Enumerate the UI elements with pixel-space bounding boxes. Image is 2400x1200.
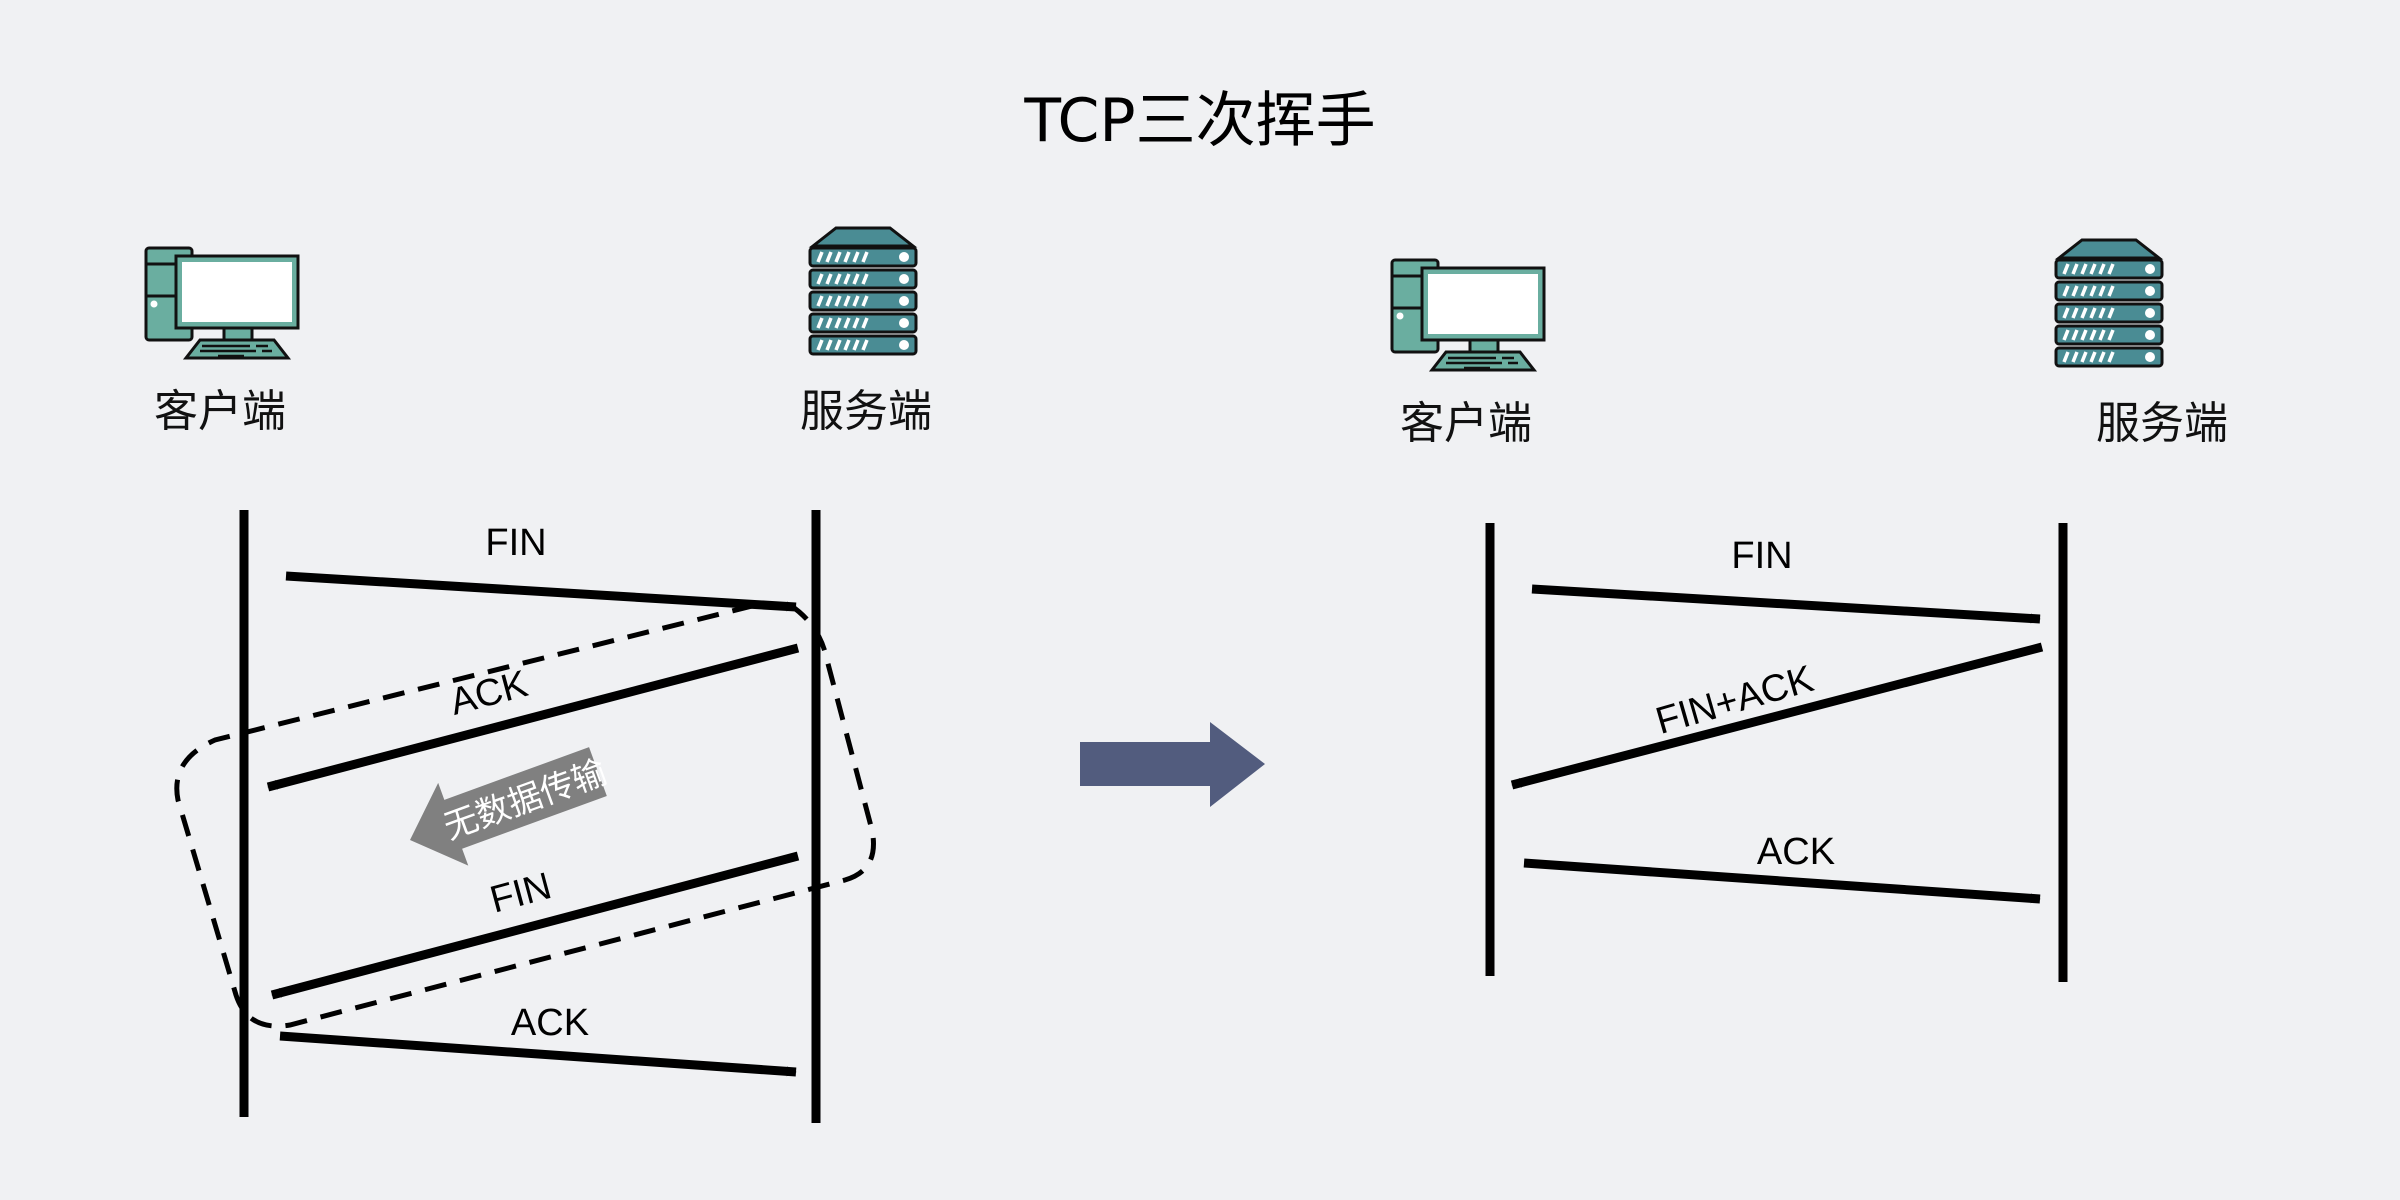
server-label: 服务端: [800, 386, 932, 437]
message-arrow-fin-ack: [1510, 642, 2044, 790]
diagram-title: TCP三次挥手: [1024, 86, 1376, 156]
message-label-ack: ACK: [1757, 831, 1835, 873]
message-arrow-fin: [1531, 584, 2041, 624]
client-computer-icon: [144, 246, 300, 360]
message-arrow-ack: [1523, 858, 2041, 904]
server-label: 服务端: [2096, 398, 2228, 449]
no-data-region-outline: [174, 601, 876, 1029]
transition-arrow-icon: [1080, 722, 1265, 807]
message-label-ack-1: ACK: [446, 663, 532, 724]
no-data-annotation-arrow: 无数据传输: [410, 747, 612, 866]
client-label: 客户端: [154, 386, 286, 437]
message-label-fin-2: FIN: [486, 865, 556, 921]
server-rack-icon: [810, 228, 916, 354]
message-label-ack-2: ACK: [511, 1002, 589, 1044]
message-arrow-fin-2: [270, 851, 800, 1000]
message-label-fin-1: FIN: [485, 522, 546, 564]
server-rack-icon: [2056, 240, 2162, 366]
message-arrow-fin-1: [285, 571, 797, 612]
message-arrow-ack-2: [279, 1031, 797, 1077]
message-label-fin: FIN: [1731, 535, 1792, 577]
client-label: 客户端: [1400, 398, 1532, 449]
message-arrow-ack-1: [266, 643, 800, 792]
client-computer-icon: [1390, 258, 1546, 372]
